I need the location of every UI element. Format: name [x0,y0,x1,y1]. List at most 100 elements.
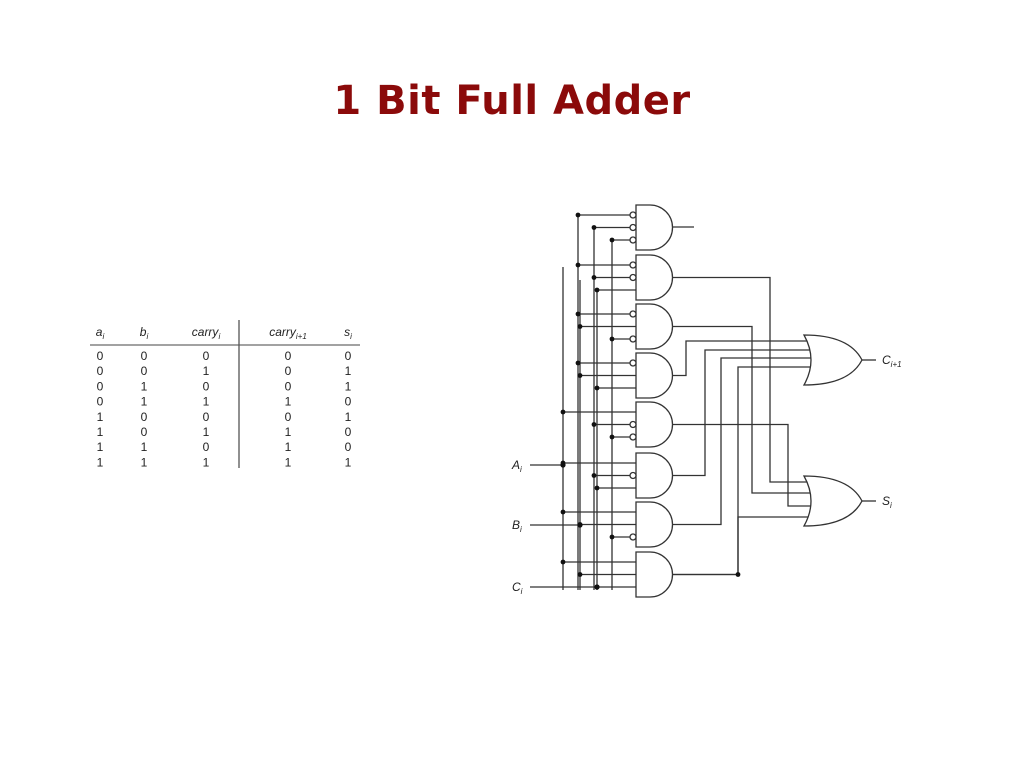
junction-dot [609,534,615,540]
inversion-bubble [629,359,637,367]
truth-table-cell: 1 [345,379,352,393]
carry-route-wire [672,340,812,377]
junction-dot [560,409,566,415]
truth-table-cell: 0 [141,349,148,363]
inversion-bubble [629,420,637,429]
junction-dot [577,324,583,329]
junction-dot [575,311,581,317]
inversion-bubble [629,273,637,282]
input-label: Ai [511,458,522,474]
truth-table-cell: 1 [345,455,352,469]
truth-table-cell: 1 [203,425,210,439]
truth-table-header: carryi+1 [269,325,307,341]
truth-table-cell: 1 [345,410,352,424]
junction-dot [594,584,600,590]
junction-dot [609,434,615,440]
truth-table-cell: 0 [141,364,148,378]
inversion-bubble [629,433,637,441]
inversion-bubble [629,261,637,269]
truth-table-cell: 0 [97,364,104,378]
and-gate [635,303,674,350]
wires [530,214,876,590]
truth-table-header: si [344,325,352,341]
truth-table-cell: 0 [345,425,352,439]
truth-table-header: bi [140,325,149,341]
inversion-bubble [629,310,637,318]
junction-dot [735,572,741,577]
junction-dot [591,275,597,280]
truth-table-cell: 1 [203,395,210,409]
truth-table-cell: 0 [345,440,352,454]
truth-table-header: carryi [192,325,221,341]
truth-table-cell: 1 [97,440,104,454]
junction-dot [575,262,581,268]
truth-table-cell: 0 [97,349,104,363]
sum-route-wire [672,276,812,483]
truth-table-cell: 1 [285,395,292,409]
output-label: Si [882,494,892,510]
gates [629,204,863,598]
truth-table-cell: 1 [345,364,352,378]
truth-table-cell: 1 [285,440,292,454]
truth-table-cell: 1 [203,364,210,378]
truth-table-row: 0 0 1 0 1 [97,364,352,378]
truth-table-cell: 1 [141,440,148,454]
junction-dot [575,360,581,366]
carry-route-wire [672,366,812,576]
truth-table-cell: 0 [203,349,210,363]
inversion-bubble [629,236,637,244]
truth-table-cell: 0 [285,349,292,363]
truth-table-row: 1 1 1 1 1 [97,455,352,469]
truth-table-cell: 0 [203,410,210,424]
inversion-bubble [629,471,637,480]
carry-or-gate [802,334,863,386]
truth-table-cell: 1 [97,425,104,439]
junction-dot [577,522,583,527]
truth-table-cell: 0 [97,379,104,393]
sum-route-wire [672,423,812,507]
junction-dot [560,559,566,565]
slide-title: 1 Bit Full Adder [333,78,691,124]
junction-dot [591,473,597,478]
and-gate [635,452,674,499]
truth-table-cell: 1 [141,455,148,469]
junction-dot [591,422,597,427]
truth-table-cell: 0 [285,410,292,424]
carry-route-wire [672,357,812,526]
and-gate [635,401,674,448]
truth-table-cell: 0 [345,395,352,409]
junction-dot [609,336,615,342]
input-label: Bi [512,518,522,534]
truth-table-row: 1 1 0 1 0 [97,440,352,454]
junction-dot [575,212,581,218]
truth-table-cell: 0 [203,379,210,393]
inversion-bubble [629,211,637,219]
input-label: Ci [512,580,523,596]
output-label: Ci+1 [882,353,902,369]
junction-dot [594,485,600,491]
truth-table-cell: 0 [141,410,148,424]
and-gate [635,551,674,598]
truth-table-cell: 0 [285,379,292,393]
junction-dot [560,509,566,515]
truth-table-cell: 0 [203,440,210,454]
inversion-bubble [629,223,637,232]
junction-dots [560,212,741,590]
truth-table-cell: 1 [97,455,104,469]
truth-table-cell: 1 [203,455,210,469]
truth-table-cell: 1 [285,455,292,469]
and-gate [635,501,674,548]
junction-dot [609,237,615,243]
truth-table-cell: 0 [285,364,292,378]
sum-route-wire [672,516,812,576]
junction-dot [560,460,566,466]
and-gate [635,204,674,251]
